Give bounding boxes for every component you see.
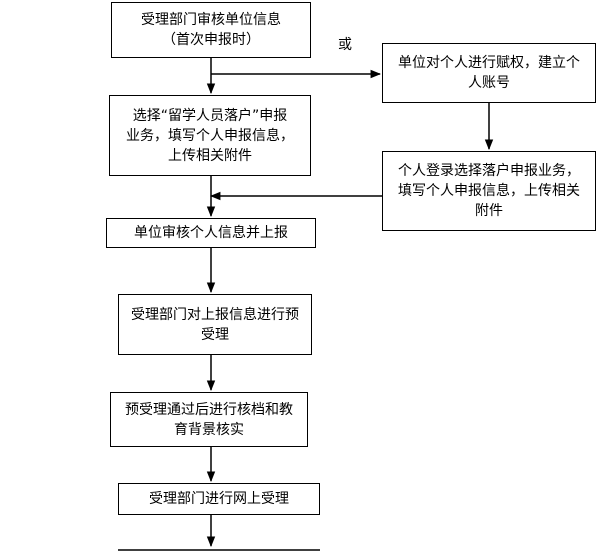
step-text: 受理部门对上报信息进行预 [131, 306, 299, 323]
step-pre-accept: 受理部门对上报信息进行预 受理 [118, 294, 312, 355]
step-unit-info-review: 受理部门审核单位信息 （首次申报时） [111, 2, 311, 58]
step-text: 单位对个人进行赋权，建立个 [398, 55, 580, 71]
step-text: 受理部门进行网上受理 [149, 491, 289, 507]
step-text: 育背景核实 [174, 421, 244, 438]
step-text: 单位审核个人信息并上报 [134, 225, 288, 241]
step-text: 受理 [201, 326, 229, 343]
step-text: 业务，填写个人申报信息， [126, 127, 294, 144]
step-unit-review: 单位审核个人信息并上报 [106, 218, 316, 248]
step-online-accept: 受理部门进行网上受理 [118, 483, 320, 515]
step-text: （首次申报时） [162, 32, 260, 48]
step-text: 选择“留学人员落户”申报 [132, 107, 288, 124]
step-text: 预受理通过后进行核档和教 [125, 401, 293, 418]
or-label: 或 [338, 37, 352, 53]
step-personal-login: 个人登录选择落户申报业务， 填写个人申报信息，上传相关 附件 [382, 151, 596, 231]
step-verify: 预受理通过后进行核档和教 育背景核实 [110, 392, 308, 447]
step-text: 受理部门审核单位信息 [141, 12, 281, 28]
step-text: 人账号 [468, 75, 510, 91]
step-text: 上传相关附件 [168, 147, 252, 164]
step-text: 填写个人申报信息，上传相关 [398, 183, 580, 199]
step-text: 个人登录选择落户申报业务， [398, 163, 580, 179]
step-select-business: 选择“留学人员落户”申报 业务，填写个人申报信息， 上传相关附件 [109, 95, 311, 176]
step-assign-account: 单位对个人进行赋权，建立个 人账号 [382, 43, 596, 103]
step-text: 附件 [475, 203, 503, 219]
